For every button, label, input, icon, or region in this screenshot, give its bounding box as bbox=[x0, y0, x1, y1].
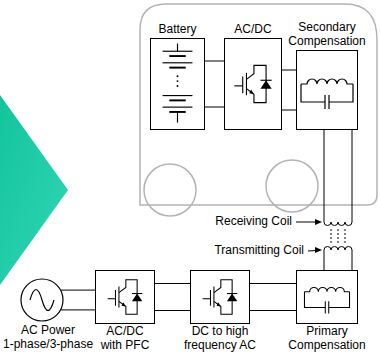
coil-label: Transmitting Coil bbox=[214, 244, 304, 258]
box-label: Primary Compensation bbox=[285, 325, 369, 353]
chevron bbox=[0, 95, 68, 285]
box-label: Battery bbox=[138, 23, 218, 37]
box-label: AC/DC with PFC bbox=[97, 325, 153, 353]
power-wire bbox=[61, 290, 95, 310]
transmitting-coil bbox=[324, 247, 352, 271]
converter-box: AC/DC bbox=[224, 38, 282, 130]
receiving-coil bbox=[324, 130, 352, 226]
box-label: DC to high frequency AC bbox=[180, 325, 260, 353]
box-label: AC/DC bbox=[213, 23, 293, 37]
circuit-symbol bbox=[297, 51, 357, 129]
box-heading: Primary Compensation bbox=[285, 325, 369, 353]
compensation-box: Secondary Compensation bbox=[296, 50, 358, 130]
wheel bbox=[266, 160, 318, 212]
battery-box: Battery bbox=[150, 38, 205, 130]
power-wire bbox=[155, 284, 190, 311]
box-label: AC Power bbox=[3, 324, 93, 338]
box-heading: Battery bbox=[138, 23, 218, 37]
circuit-symbol bbox=[151, 39, 204, 129]
box-heading: AC/DC bbox=[213, 23, 293, 37]
box-label: Secondary Compensation bbox=[285, 21, 369, 49]
leader-arrow bbox=[308, 247, 322, 253]
power-wire bbox=[205, 61, 224, 107]
wheel bbox=[144, 164, 196, 216]
box-label: 1-phase/3-phase bbox=[3, 338, 93, 352]
circuit-symbol bbox=[225, 39, 281, 129]
coupling-lines bbox=[331, 229, 345, 243]
box-heading: AC/DC with PFC bbox=[97, 325, 153, 353]
converter-box: AC/DC with PFC bbox=[95, 270, 155, 324]
box-heading: Secondary Compensation bbox=[285, 21, 369, 49]
ac-source-circle: AC Power1-phase/3-phase bbox=[20, 278, 64, 322]
compensation-box: Primary Compensation bbox=[296, 270, 358, 324]
power-wire bbox=[282, 70, 296, 110]
circuit-symbol bbox=[20, 278, 64, 322]
coil-label: Receiving Coil bbox=[215, 215, 292, 229]
circuit-symbol bbox=[191, 271, 249, 323]
circuit-symbol bbox=[96, 271, 154, 323]
leader-arrow bbox=[296, 219, 322, 225]
box-heading: DC to high frequency AC bbox=[180, 325, 260, 353]
inverter-box: DC to high frequency AC bbox=[190, 270, 250, 324]
circuit-symbol bbox=[297, 271, 357, 323]
box-heading: AC Power1-phase/3-phase bbox=[3, 324, 93, 352]
power-wire bbox=[250, 284, 296, 311]
